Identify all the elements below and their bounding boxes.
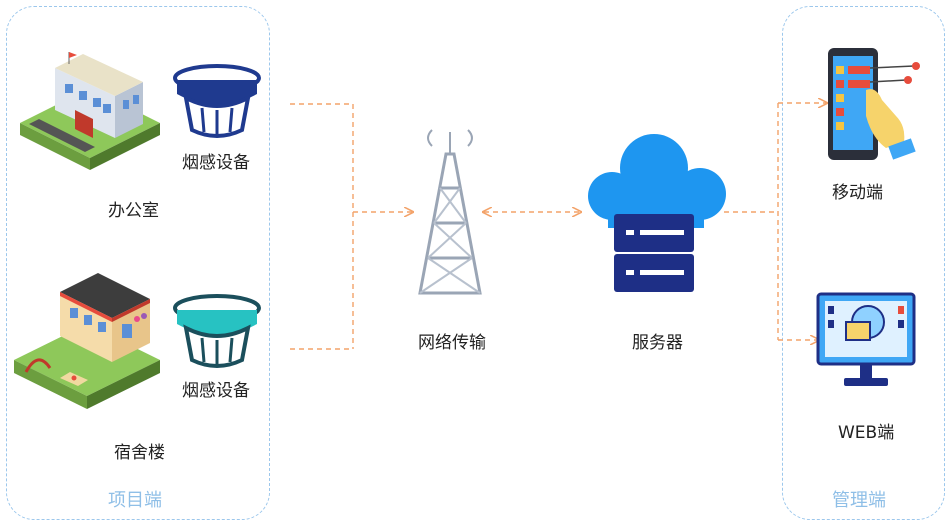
office-link xyxy=(290,103,354,349)
management-group-frame xyxy=(782,6,945,520)
server-label: 服务器 xyxy=(632,333,683,353)
dormitory-building-icon xyxy=(14,273,160,409)
management-group-title: 管理端 xyxy=(832,490,886,511)
smoke-sensor-dorm-label: 烟感设备 xyxy=(182,381,250,401)
smoke-sensor-office-icon xyxy=(173,64,261,138)
office-label: 办公室 xyxy=(108,201,159,221)
dormitory-label: 宿舍楼 xyxy=(114,443,165,463)
cloud-server-icon xyxy=(588,134,726,292)
project-group-frame xyxy=(6,6,270,520)
web-monitor-icon xyxy=(816,292,916,386)
project-group-title: 项目端 xyxy=(108,490,162,511)
smoke-sensor-office-label: 烟感设备 xyxy=(182,153,250,173)
smoke-sensor-dorm-icon xyxy=(173,294,261,368)
network-label: 网络传输 xyxy=(418,333,486,353)
office-building-icon xyxy=(20,52,160,170)
mobile-label: 移动端 xyxy=(832,183,883,203)
web-label: WEB端 xyxy=(838,423,895,443)
network-tower-icon xyxy=(418,129,482,295)
mobile-phone-icon xyxy=(828,48,920,160)
